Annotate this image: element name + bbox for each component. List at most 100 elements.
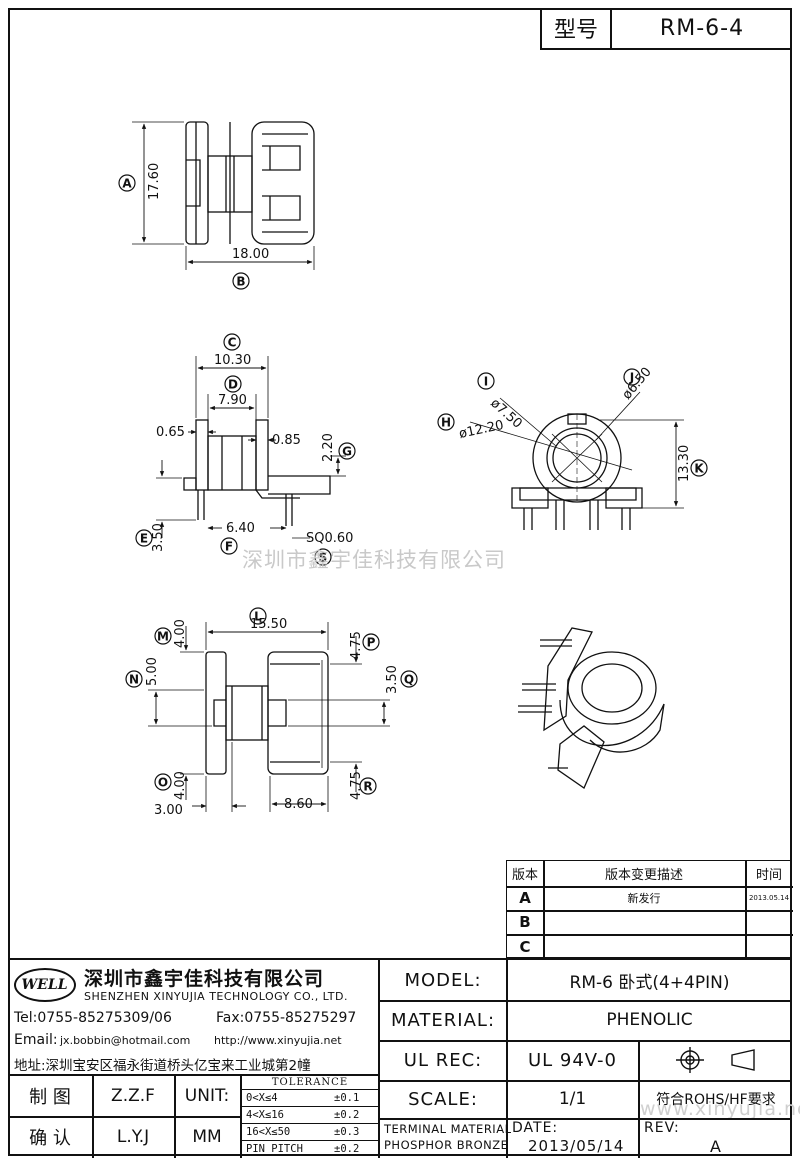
dim-d-value: 7.90: [218, 393, 247, 408]
draw-name: Z.Z.F: [111, 1086, 155, 1106]
projection-icon: [676, 1047, 755, 1073]
dim-m-value: 4.00: [173, 619, 188, 648]
marker-q: Q: [404, 673, 414, 687]
dim-a-value: 17.60: [147, 163, 162, 200]
marker-k-circle: [690, 459, 708, 477]
marker-e-circle: [135, 529, 153, 547]
marker-h: H: [441, 416, 451, 430]
rev-divider: [507, 886, 793, 888]
drawing-frame: [8, 8, 792, 1156]
marker-c-circle: [223, 333, 241, 351]
watermark-url: www.xinyujia.net: [640, 1098, 800, 1120]
dim-r-value: 4.75: [349, 771, 364, 800]
marker-n-circle: [125, 670, 143, 688]
rev-row-a-version: A: [519, 889, 531, 907]
dim-300-value: 3.00: [154, 803, 183, 818]
side-view: [156, 356, 346, 539]
dim-c-value: 10.30: [214, 353, 251, 368]
marker-a: A: [122, 177, 132, 191]
tolerance-table: TOLERANCE 0<X≤4 ±0.1 4<X≤16 ±0.2 16<X≤50…: [242, 1076, 378, 1158]
dim-f-value: 6.40: [226, 521, 255, 536]
company-email: jx.bobbin@hotmail.com: [60, 1034, 191, 1047]
grid-divider: [506, 960, 508, 1158]
company-name-en: SHENZHEN XINYUJIA TECHNOLOGY CO., LTD.: [84, 990, 348, 1003]
model-value: RM-6 卧式(4+4PIN): [569, 972, 730, 993]
company-name-cn: 深圳市鑫宇佳科技有限公司: [84, 968, 325, 990]
rev-divider: [507, 910, 793, 912]
dim-b-value: 18.00: [232, 247, 269, 262]
marker-m: M: [157, 630, 169, 644]
grid-divider: [380, 1080, 792, 1082]
tol-value: ±0.1: [334, 1092, 360, 1104]
marker-r: R: [363, 780, 372, 794]
dim-p-value: 4.75: [349, 631, 364, 660]
tol-row: 0<X≤4 ±0.1: [242, 1090, 378, 1107]
marker-f: F: [225, 540, 233, 554]
title-block: WELL 深圳市鑫宇佳科技有限公司 SHENZHEN XINYUJIA TECH…: [8, 958, 792, 1158]
tolerance-title: TOLERANCE: [242, 1076, 378, 1090]
company-web: http://www.xinyujia.net: [214, 1034, 342, 1047]
tol-value: ±0.2: [334, 1143, 360, 1155]
marker-d-circle: [224, 375, 242, 393]
unit-label: UNIT:: [184, 1086, 230, 1106]
revision-table: 版本 版本变更描述 时间 A 新发行 2013.05.14 B C: [506, 860, 793, 959]
dim-065-value: 0.65: [156, 425, 185, 440]
dim-g-value: 2.20: [321, 433, 336, 462]
marker-c: C: [228, 336, 237, 350]
grid-divider: [380, 1040, 792, 1042]
rev-row-b-version: B: [519, 913, 531, 931]
ulrec-value: UL 94V-0: [527, 1049, 618, 1071]
marker-k: K: [694, 462, 704, 476]
tol-value: ±0.2: [334, 1109, 360, 1121]
marker-s-circle: [314, 548, 332, 566]
grid-divider: [638, 1040, 640, 1158]
terminal-material-value: PHOSPHOR BRONZE: [384, 1138, 509, 1152]
top-view: [132, 121, 315, 270]
grid-divider: [8, 1116, 240, 1118]
marker-d: D: [228, 378, 238, 392]
marker-l-circle: [249, 607, 267, 625]
model-header-value: RM-6-4: [659, 15, 745, 41]
dim-l-value: 15.50: [250, 617, 287, 632]
marker-m-circle: [154, 627, 172, 645]
tol-row: 4<X≤16 ±0.2: [242, 1107, 378, 1124]
marker-o-circle: [154, 773, 172, 791]
rev-label: REV:: [644, 1120, 680, 1136]
grid-divider: [240, 1076, 242, 1158]
marker-r-circle: [359, 777, 377, 795]
marker-q-circle: [400, 670, 418, 688]
marker-g-circle: [338, 442, 356, 460]
model-label: MODEL:: [404, 969, 482, 991]
tol-value: ±0.3: [334, 1126, 360, 1138]
isometric-view: [518, 627, 665, 789]
company-logo: WELL: [14, 968, 76, 1002]
dim-n-value: 5.00: [145, 657, 160, 686]
rev-header-version: 版本: [511, 868, 538, 883]
unit-value: MM: [192, 1127, 222, 1147]
watermark-text: 深圳市鑫宇佳科技有限公司: [242, 548, 506, 572]
marker-j: J: [629, 371, 634, 385]
marker-l: L: [254, 610, 262, 624]
marker-e: E: [140, 532, 148, 546]
marker-s: S: [319, 551, 328, 565]
marker-f-circle: [220, 537, 238, 555]
date-label: DATE:: [512, 1120, 559, 1136]
tol-row: PIN PITCH ±0.2: [242, 1141, 378, 1158]
dim-860-value: 8.60: [284, 797, 313, 812]
logo-text: WELL: [21, 976, 68, 993]
dim-s-value: SQ0.60: [306, 531, 353, 546]
draw-label: 制 图: [29, 1087, 71, 1108]
model-header-label: 型号: [542, 8, 612, 48]
dim-o-value: 4.00: [173, 771, 188, 800]
rohs-compliance: 符合ROHS/HF要求: [656, 1092, 776, 1108]
rev-row-c-version: C: [519, 937, 531, 956]
rev-row-a-time: 2013.05.14: [748, 894, 790, 902]
tol-range: 0<X≤4: [246, 1092, 278, 1104]
date-value: 2013/05/14: [528, 1137, 625, 1155]
rev-header-description: 版本变更描述: [604, 868, 683, 883]
scale-label: SCALE:: [408, 1088, 478, 1110]
tol-row: 16<X≤50 ±0.3: [242, 1124, 378, 1141]
marker-n: N: [129, 673, 139, 687]
marker-g: G: [342, 445, 352, 459]
end-view: [469, 391, 684, 530]
